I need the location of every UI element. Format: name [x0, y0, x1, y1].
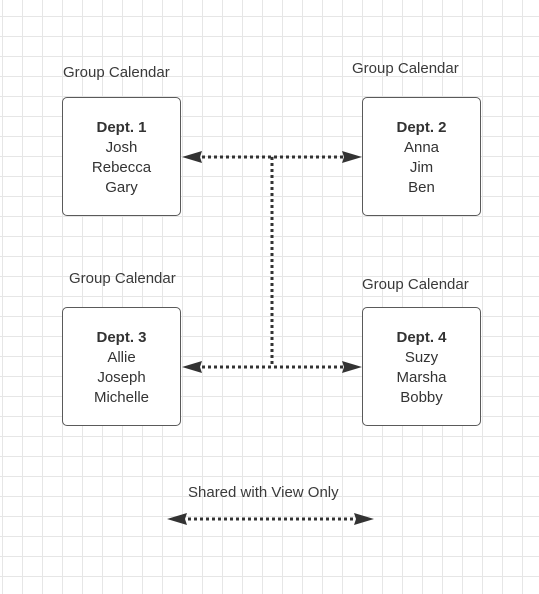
dept-4-title: Dept. 4: [396, 329, 447, 346]
arrowhead-dept-1: [182, 151, 202, 163]
arrowhead-dept-2: [342, 151, 362, 163]
arrowhead-dept-3: [182, 361, 202, 373]
dept-4-member: Bobby: [400, 389, 443, 406]
group-label-dept-1: Group Calendar: [63, 64, 170, 81]
dept-3-member: Allie: [107, 349, 136, 366]
dept-3-member: Joseph: [97, 369, 146, 386]
dept-4-member: Suzy: [404, 349, 439, 366]
legend-arrowhead-right: [354, 513, 374, 525]
dept-2-member: Jim: [409, 159, 434, 176]
dept-4-box[interactable]: Dept. 4 Suzy Marsha Bobby: [362, 307, 481, 426]
dept-2-member: Ben: [408, 179, 435, 196]
dept-1-title: Dept. 1: [96, 119, 147, 136]
dept-1-member: Gary: [105, 179, 138, 196]
dept-3-member: Michelle: [93, 389, 150, 406]
dept-4-member: Marsha: [396, 369, 447, 386]
dept-3-box[interactable]: Dept. 3 Allie Joseph Michelle: [62, 307, 181, 426]
arrowhead-dept-4: [342, 361, 362, 373]
legend-arrowhead-left: [167, 513, 187, 525]
group-label-dept-2: Group Calendar: [352, 60, 459, 77]
legend-label: Shared with View Only: [188, 484, 339, 501]
dept-1-box[interactable]: Dept. 1 Josh Rebecca Gary: [62, 97, 181, 216]
dept-2-box[interactable]: Dept. 2 Anna Jim Ben: [362, 97, 481, 216]
dept-1-member: Rebecca: [91, 159, 152, 176]
dept-2-member: Anna: [403, 139, 440, 156]
dept-2-title: Dept. 2: [396, 119, 447, 136]
dept-3-title: Dept. 3: [96, 329, 147, 346]
dept-1-member: Josh: [105, 139, 138, 156]
group-label-dept-3: Group Calendar: [69, 270, 176, 287]
group-label-dept-4: Group Calendar: [362, 276, 469, 293]
